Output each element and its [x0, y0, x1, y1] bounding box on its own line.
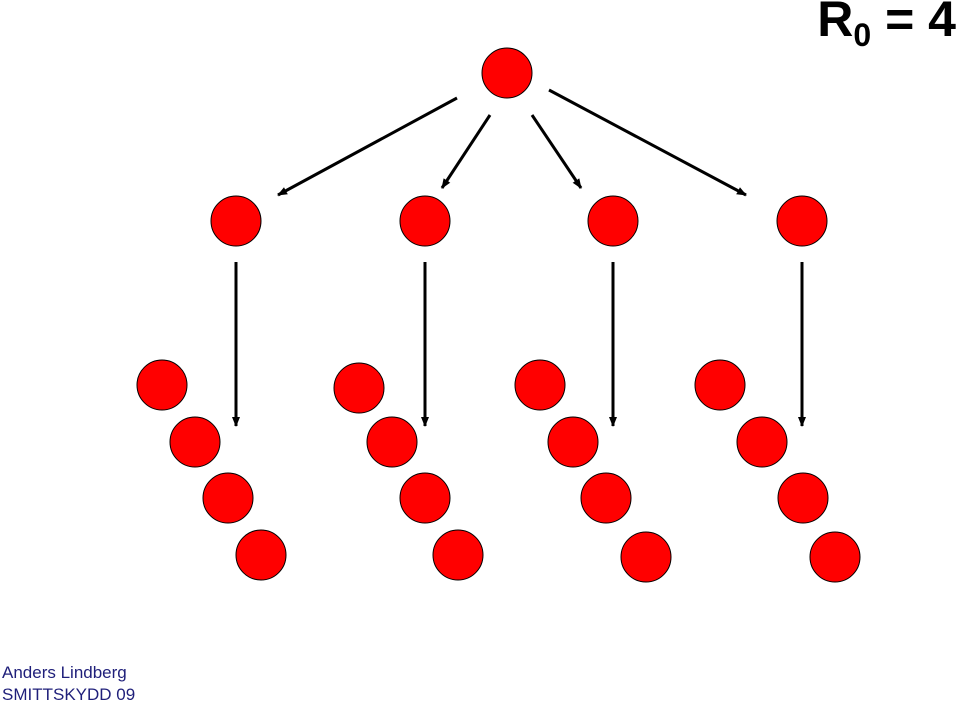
arrow-source-to-gen1-2: [440, 114, 492, 189]
nodes-group: [136, 47, 861, 583]
organization-name: SMITTSKYDD 09: [2, 685, 136, 704]
arrow-source-to-gen1-1: [277, 96, 458, 197]
node-gen2-cluster1-case-1: [136, 359, 188, 411]
node-gen2-cluster3-case-2: [547, 416, 599, 468]
r0-base: R: [817, 0, 854, 47]
node-gen2-cluster1-case-2: [169, 416, 221, 468]
node-gen2-cluster4-case-1: [694, 359, 746, 411]
node-gen2-cluster3-case-3: [580, 472, 632, 524]
node-gen2-cluster4-case-2: [736, 416, 788, 468]
node-gen1-case-2: [399, 195, 451, 247]
footer: Anders Lindberg SMITTSKYDD 09: [2, 662, 135, 706]
node-gen1-case-3: [587, 195, 639, 247]
node-gen2-cluster2-case-2: [366, 416, 418, 468]
node-gen2-cluster4-case-4: [809, 531, 861, 583]
node-gen1-case-4: [776, 195, 828, 247]
arrows-group: [232, 88, 806, 427]
node-gen2-cluster3-case-1: [514, 359, 566, 411]
arrow-source-to-gen1-4: [548, 88, 747, 197]
node-gen1-case-1: [210, 195, 262, 247]
node-gen2-cluster2-case-4: [432, 529, 484, 581]
r0-subscript: 0: [853, 17, 872, 53]
node-gen2-cluster3-case-4: [620, 531, 672, 583]
node-gen2-cluster1-case-4: [235, 529, 287, 581]
node-gen2-cluster1-case-3: [202, 472, 254, 524]
author-name: Anders Lindberg: [2, 663, 127, 682]
r0-title: R0 = 4: [817, 0, 956, 51]
node-gen2-cluster2-case-1: [333, 362, 385, 414]
node-gen2-cluster4-case-3: [777, 472, 829, 524]
r0-value: = 4: [871, 0, 956, 47]
node-source-case: [481, 47, 533, 99]
arrow-source-to-gen1-3: [530, 114, 583, 189]
node-gen2-cluster2-case-3: [399, 472, 451, 524]
